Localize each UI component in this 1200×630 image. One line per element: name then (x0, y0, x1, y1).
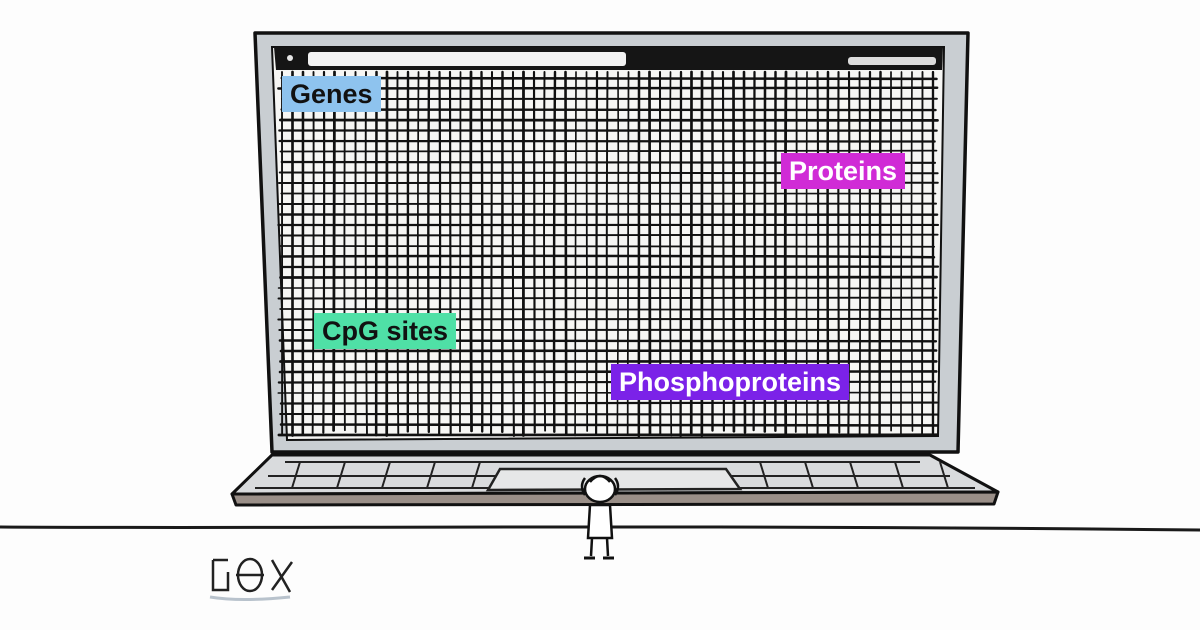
grid-row-line (279, 423, 939, 427)
signature-mark (209, 557, 294, 601)
grid-column-line (311, 71, 315, 434)
key-outline (471, 461, 481, 489)
grid-column-line (910, 71, 914, 432)
grid-row-line (277, 296, 938, 300)
grid-column-line (574, 71, 577, 437)
cpg-sites-label: CpG sites (314, 313, 457, 349)
laptop-keyboard (230, 453, 1000, 507)
address-bar (308, 52, 626, 66)
grid-column-line (343, 71, 346, 432)
key-outline (291, 461, 301, 489)
grid-column-line (532, 70, 536, 434)
key-outline (336, 461, 346, 489)
data-grid (277, 70, 940, 438)
grid-row-line (280, 192, 937, 196)
grid-column-line (490, 70, 494, 436)
key-outline (426, 461, 436, 489)
phosphoproteins-label: Phosphoproteins (611, 364, 849, 400)
grid-row-line (280, 254, 936, 259)
grid-column-line (480, 70, 484, 433)
grid-column-line (416, 71, 420, 435)
grid-column-line (448, 70, 452, 435)
grid-column-line (543, 71, 547, 432)
grid-row-line (278, 118, 939, 122)
grid-column-line (396, 71, 400, 435)
grid-row-line (277, 433, 939, 437)
grid-column-line (427, 70, 431, 434)
grid-row-line (279, 308, 937, 311)
key-outline (894, 461, 904, 489)
grid-row-line (279, 412, 939, 416)
proteins-label: Proteins (781, 153, 906, 189)
key-outline (759, 461, 769, 489)
grid-column-line (595, 70, 599, 436)
grid-row-line (279, 233, 939, 237)
genes-label: Genes (282, 76, 381, 112)
grid-row-line (278, 139, 936, 143)
grid-column-line (322, 70, 326, 434)
grid-row-line (279, 275, 938, 279)
key-outline (939, 461, 949, 489)
grid-column-line (585, 71, 589, 432)
grid-row-line (279, 245, 936, 248)
grid-column-line (469, 70, 473, 433)
grid-column-line (438, 70, 442, 435)
grid-column-line (900, 71, 903, 435)
floor-line (0, 525, 1200, 532)
person-figure (580, 474, 620, 560)
grid-column-line (605, 71, 609, 436)
key-outline (849, 461, 859, 489)
key-outline (381, 461, 391, 489)
grid-column-line (459, 71, 462, 433)
grid-row-line (279, 401, 938, 405)
grid-column-line (564, 70, 568, 436)
grid-row-line (279, 149, 938, 153)
grid-column-line (332, 70, 336, 432)
key-outline (804, 461, 814, 489)
grid-column-line (552, 70, 557, 433)
